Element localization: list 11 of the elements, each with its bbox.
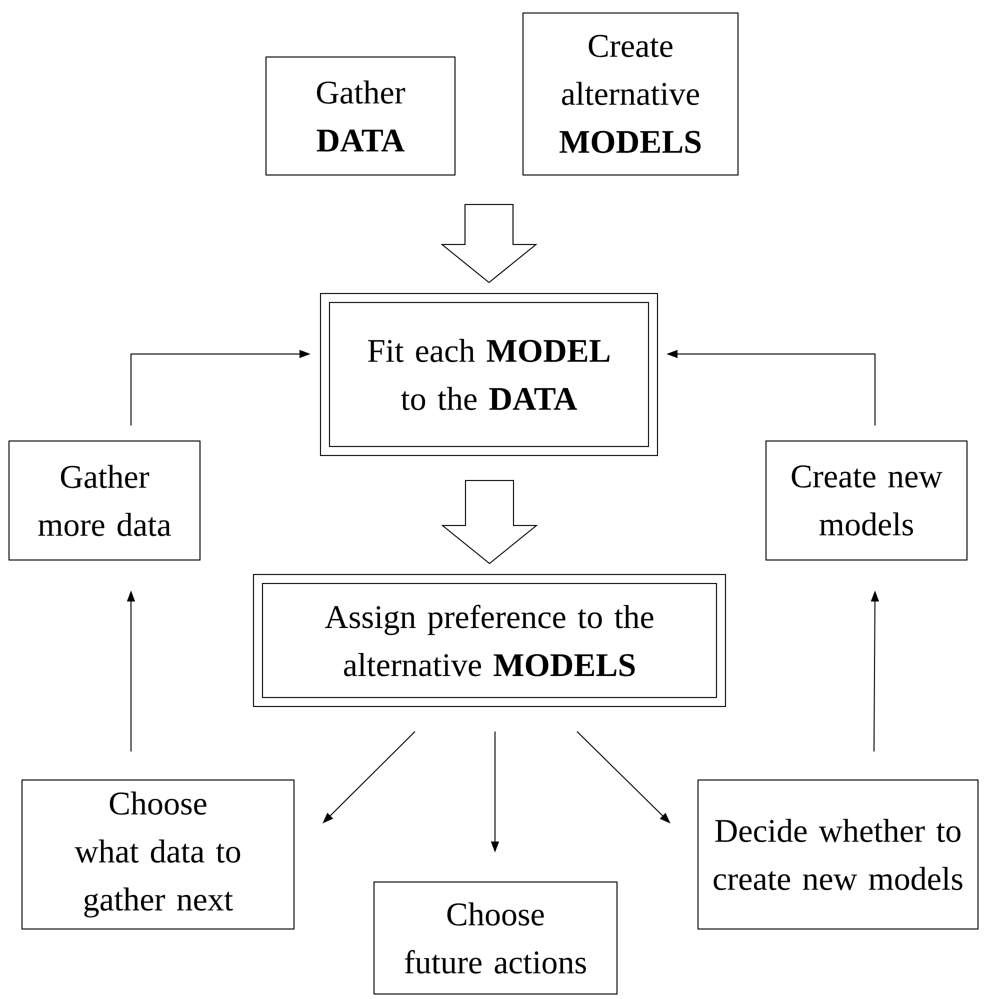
process-box: Gather DATA bbox=[266, 56, 456, 176]
process-box: Decide whether to create new models bbox=[698, 780, 978, 930]
block-arrow bbox=[440, 204, 538, 284]
process-box: Gather more data bbox=[8, 440, 200, 560]
double-border-box: Fit each MODEL to the DATA bbox=[320, 293, 658, 456]
block-arrow bbox=[441, 480, 538, 564]
process-box: Choose future actions bbox=[374, 882, 618, 994]
double-border-box: Assign preference to the alternative MODELS bbox=[253, 574, 726, 707]
process-box: Create new models bbox=[766, 440, 968, 560]
process-box: Choose what data to gather next bbox=[22, 780, 294, 930]
process-box: Create alternative MODELS bbox=[522, 12, 738, 176]
